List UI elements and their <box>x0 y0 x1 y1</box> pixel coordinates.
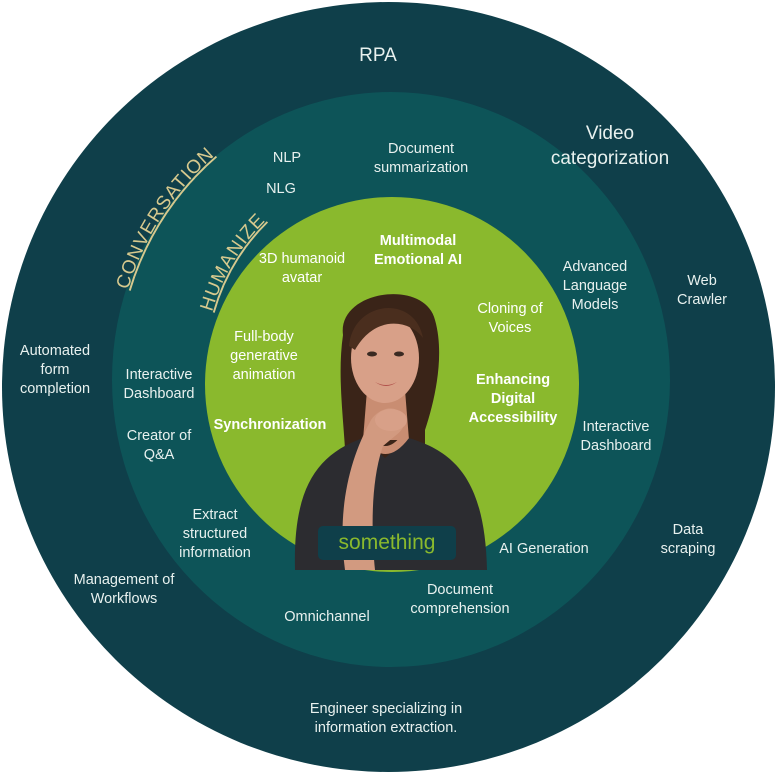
conversation-title: CONVERSATION <box>113 143 219 291</box>
label-web-crawler: Web Crawler <box>677 273 727 308</box>
label-engineer-information-extraction: Engineer specializing in information ext… <box>309 701 463 736</box>
label-synchronization: Synchronization <box>213 417 327 433</box>
label-cloning-of-voices: Cloning of Voices <box>477 301 543 336</box>
label-interactive-dashboard-right: Interactive Dashboard <box>580 419 652 454</box>
label-document-comprehension: Document comprehension <box>410 582 510 617</box>
label-management-of-workflows: Management of Workflows <box>73 572 175 607</box>
label-3d-humanoid-avatar: 3D humanoid avatar <box>258 251 346 286</box>
label-nlg: NLG <box>266 181 296 197</box>
label-enhancing-digital-accessibility: Enhancing Digital Accessibility <box>468 372 558 426</box>
label-video-categorization: Video categorization <box>550 123 670 169</box>
label-rpa: RPA <box>359 45 397 66</box>
conversation-title-text: CONVERSATION <box>113 143 218 291</box>
label-nlp: NLP <box>272 150 302 166</box>
label-full-body-generative-animation: Full-body generative animation <box>230 329 298 383</box>
label-interactive-dashboard-left: Interactive Dashboard <box>123 367 195 402</box>
label-omnichannel: Omnichannel <box>284 609 370 625</box>
label-ai-generation: AI Generation <box>499 541 589 557</box>
label-data-scraping: Data scraping <box>660 522 716 557</box>
label-document-summarization: Document summarization <box>373 141 469 176</box>
center-caption: something <box>318 526 456 560</box>
label-multimodal-emotional-ai: Multimodal Emotional AI <box>373 233 463 268</box>
label-extract-structured-information: Extract structured information <box>179 507 251 561</box>
label-automated-form-completion: Automated form completion <box>19 343 91 397</box>
label-creator-of-qa: Creator of Q&A <box>126 428 192 463</box>
label-advanced-language-models: Advanced Language Models <box>562 259 628 313</box>
